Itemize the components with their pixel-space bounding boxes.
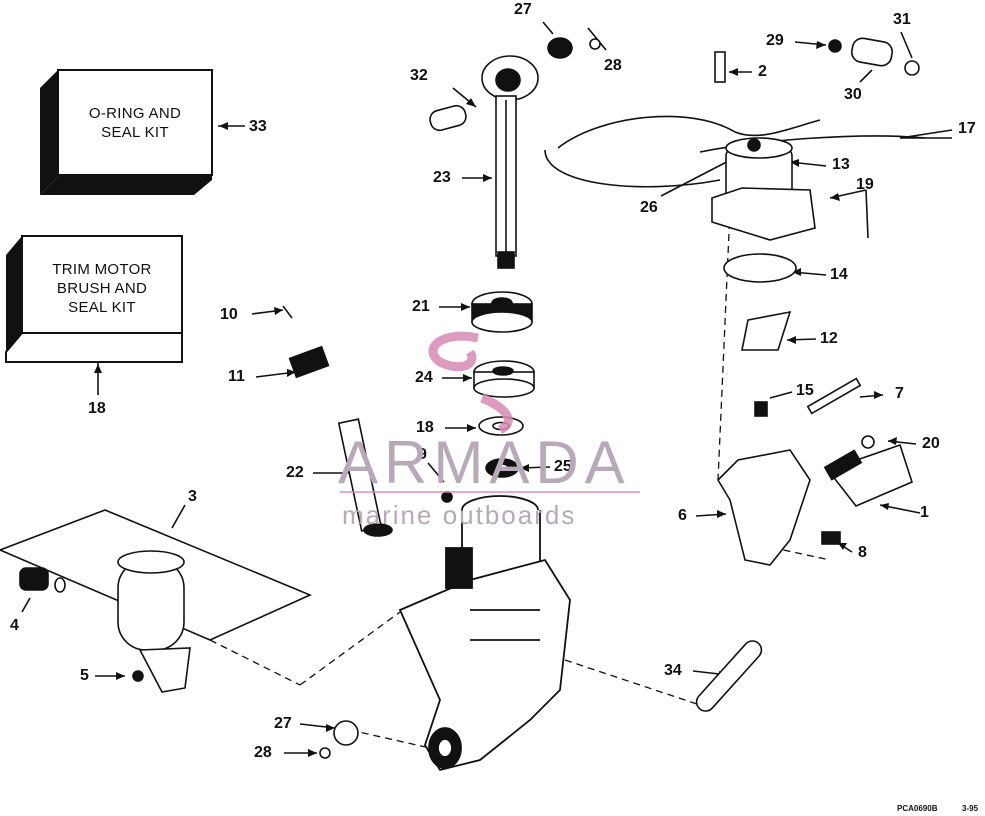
callout-12: 12 (820, 330, 838, 347)
callout-10: 10 (220, 306, 238, 323)
callout-30: 30 (844, 86, 862, 103)
trim-kit-label: TRIM MOTOR BRUSH AND SEAL KIT (22, 260, 182, 317)
callout-8: 8 (858, 544, 867, 561)
callout-5: 5 (80, 667, 89, 684)
callout-29: 29 (766, 32, 784, 49)
callout-31: 31 (893, 11, 911, 28)
callout-24: 24 (415, 369, 433, 386)
callout-4: 4 (10, 617, 19, 634)
callout-17: 17 (958, 120, 976, 137)
callout-3: 3 (188, 488, 197, 505)
callout-11: 11 (228, 368, 245, 385)
callout-28-bottom: 28 (254, 744, 272, 761)
callout-18-kit: 18 (88, 400, 106, 417)
callout-7: 7 (895, 385, 904, 402)
callout-18: 18 (416, 419, 434, 436)
callout-14: 14 (830, 266, 848, 283)
callout-19: 19 (856, 176, 874, 193)
callout-33: 33 (249, 118, 267, 135)
pump-housing (398, 495, 571, 772)
oring-kit-line2: SEAL KIT (101, 124, 169, 141)
callout-22: 22 (286, 464, 304, 481)
trim-kit-line2: BRUSH AND (56, 280, 148, 297)
callout-25: 25 (554, 458, 572, 475)
trim-kit-line3: SEAL KIT (68, 299, 136, 316)
callout-28-top: 28 (604, 57, 622, 74)
trim-motor (544, 115, 926, 283)
callout-1: 1 (920, 504, 929, 521)
oring-kit-label: O-RING AND SEAL KIT (58, 104, 212, 142)
watermark-logo-icon (428, 331, 513, 435)
callout-6: 6 (678, 507, 687, 524)
callout-27-bottom: 27 (274, 715, 292, 732)
callout-27-top: 27 (514, 1, 532, 18)
callout-34: 34 (664, 662, 682, 679)
shaft-assembly (429, 55, 539, 269)
callout-21: 21 (412, 298, 430, 315)
reservoir (0, 509, 359, 759)
drawing-date: 3-95 (962, 804, 979, 813)
callout-15: 15 (796, 382, 814, 399)
callout-26: 26 (640, 199, 658, 216)
oring-kit-line1: O-RING AND (88, 105, 182, 122)
drawing-code: PCA0690B (897, 804, 938, 813)
callout-2: 2 (758, 63, 767, 80)
oring-seal-kit-box (40, 69, 213, 195)
callout-23: 23 (433, 169, 451, 186)
callout-9: 9 (418, 446, 427, 463)
callout-32: 32 (410, 67, 428, 84)
trim-kit-line1: TRIM MOTOR (52, 261, 152, 278)
callout-13: 13 (832, 156, 850, 173)
watermark-brand: ARMADA (338, 429, 631, 496)
callout-20: 20 (922, 435, 940, 452)
trim-motor-brush-kit-box (5, 235, 183, 363)
watermark-tagline: marine outboards (342, 500, 577, 530)
